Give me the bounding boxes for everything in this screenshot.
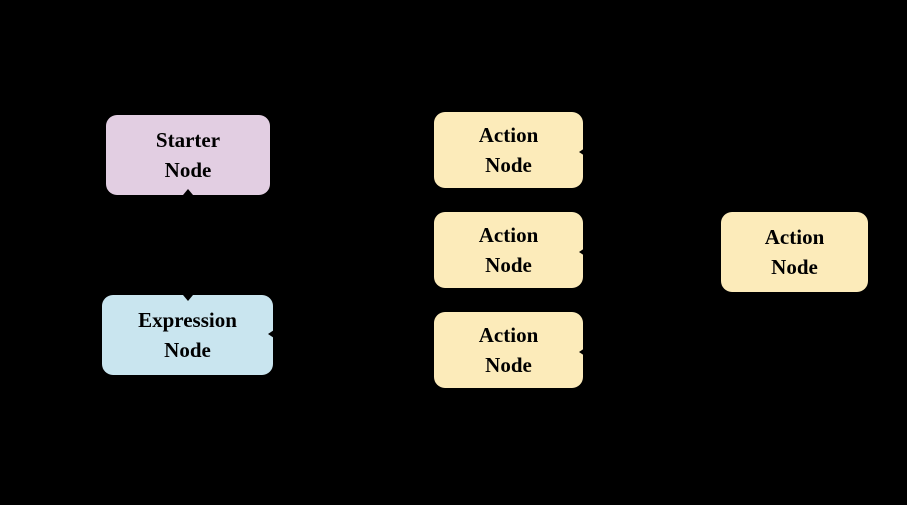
arrowhead-left-icon	[579, 248, 585, 256]
action-node-1: Action Node	[434, 112, 583, 188]
action-node-right: Action Node	[721, 212, 868, 292]
arrowhead-left-icon	[268, 330, 274, 338]
action-node-2: Action Node	[434, 212, 583, 288]
starter-node: Starter Node	[106, 115, 270, 195]
action-node-3: Action Node	[434, 312, 583, 388]
arrowhead-left-icon	[579, 148, 585, 156]
arrowhead-down-icon	[183, 295, 193, 301]
arrowhead-left-icon	[579, 348, 585, 356]
expression-node: Expression Node	[102, 295, 273, 375]
arrowhead-up-icon	[183, 189, 193, 195]
